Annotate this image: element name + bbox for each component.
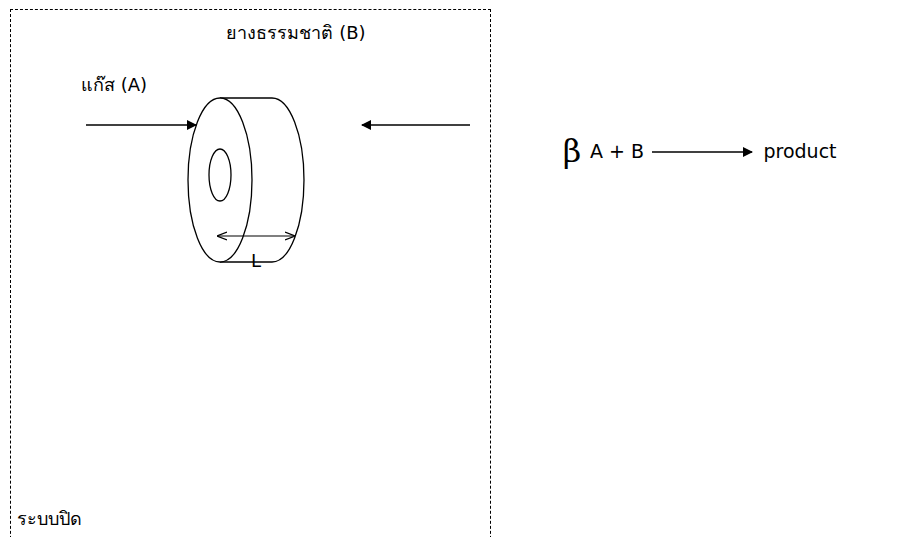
product-label: product [763, 140, 836, 163]
disk-hole [209, 149, 231, 201]
thickness-dimension [218, 235, 294, 236]
system-label: ระบบปิด [17, 508, 82, 530]
disk-top-edge [220, 97, 272, 98]
disk-front-face [188, 98, 252, 262]
disk-back-edge [272, 98, 304, 262]
gas-label: แก๊ส (A) [81, 74, 147, 96]
gas-arrow [86, 124, 196, 126]
reaction-arrow [652, 151, 752, 153]
part-label: ยางธรรมชาติ (B) [226, 22, 365, 44]
rubber-disk [188, 98, 304, 262]
dimension-label: L [251, 250, 261, 272]
gas-arrow [362, 124, 470, 126]
disk-bottom-edge [220, 261, 272, 262]
coefficient-symbol: β [563, 132, 582, 170]
reactants: A + B [590, 140, 644, 163]
